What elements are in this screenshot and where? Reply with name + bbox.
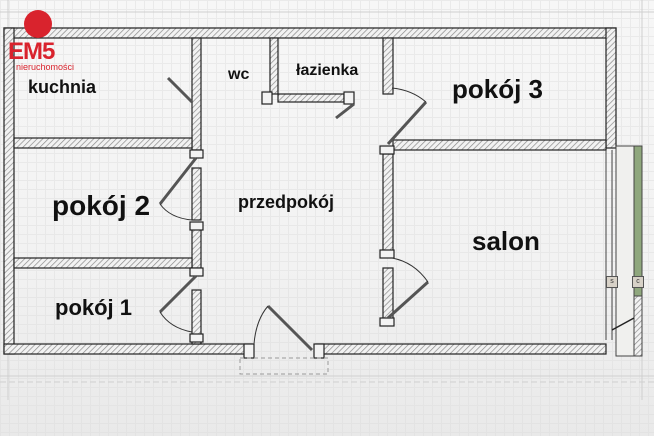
balcony-tag-s: s (606, 276, 618, 288)
brand-subtitle: nieruchomości (16, 62, 75, 72)
room-label-salon: salon (472, 226, 540, 256)
room-label-wc: wc (228, 66, 250, 83)
balcony-tag-c: c (632, 276, 644, 288)
balcony (605, 145, 643, 357)
room-label-przedpokoj: przedpokój (238, 192, 335, 212)
room-label-lazienka: łazienka (296, 62, 359, 79)
outer-walls (3, 27, 617, 355)
interior-walls (13, 37, 607, 345)
room-label-pokoj3: pokój 3 (452, 74, 544, 104)
brand-logo: EM5 nieruchomości (6, 8, 76, 72)
house-icon (24, 10, 52, 38)
room-label-pokoj2: pokój 2 (52, 190, 151, 221)
room-label-kuchnia: kuchnia (28, 77, 97, 97)
brand-name: EM5 (8, 38, 55, 65)
room-label-pokoj1: pokój 1 (55, 295, 133, 320)
